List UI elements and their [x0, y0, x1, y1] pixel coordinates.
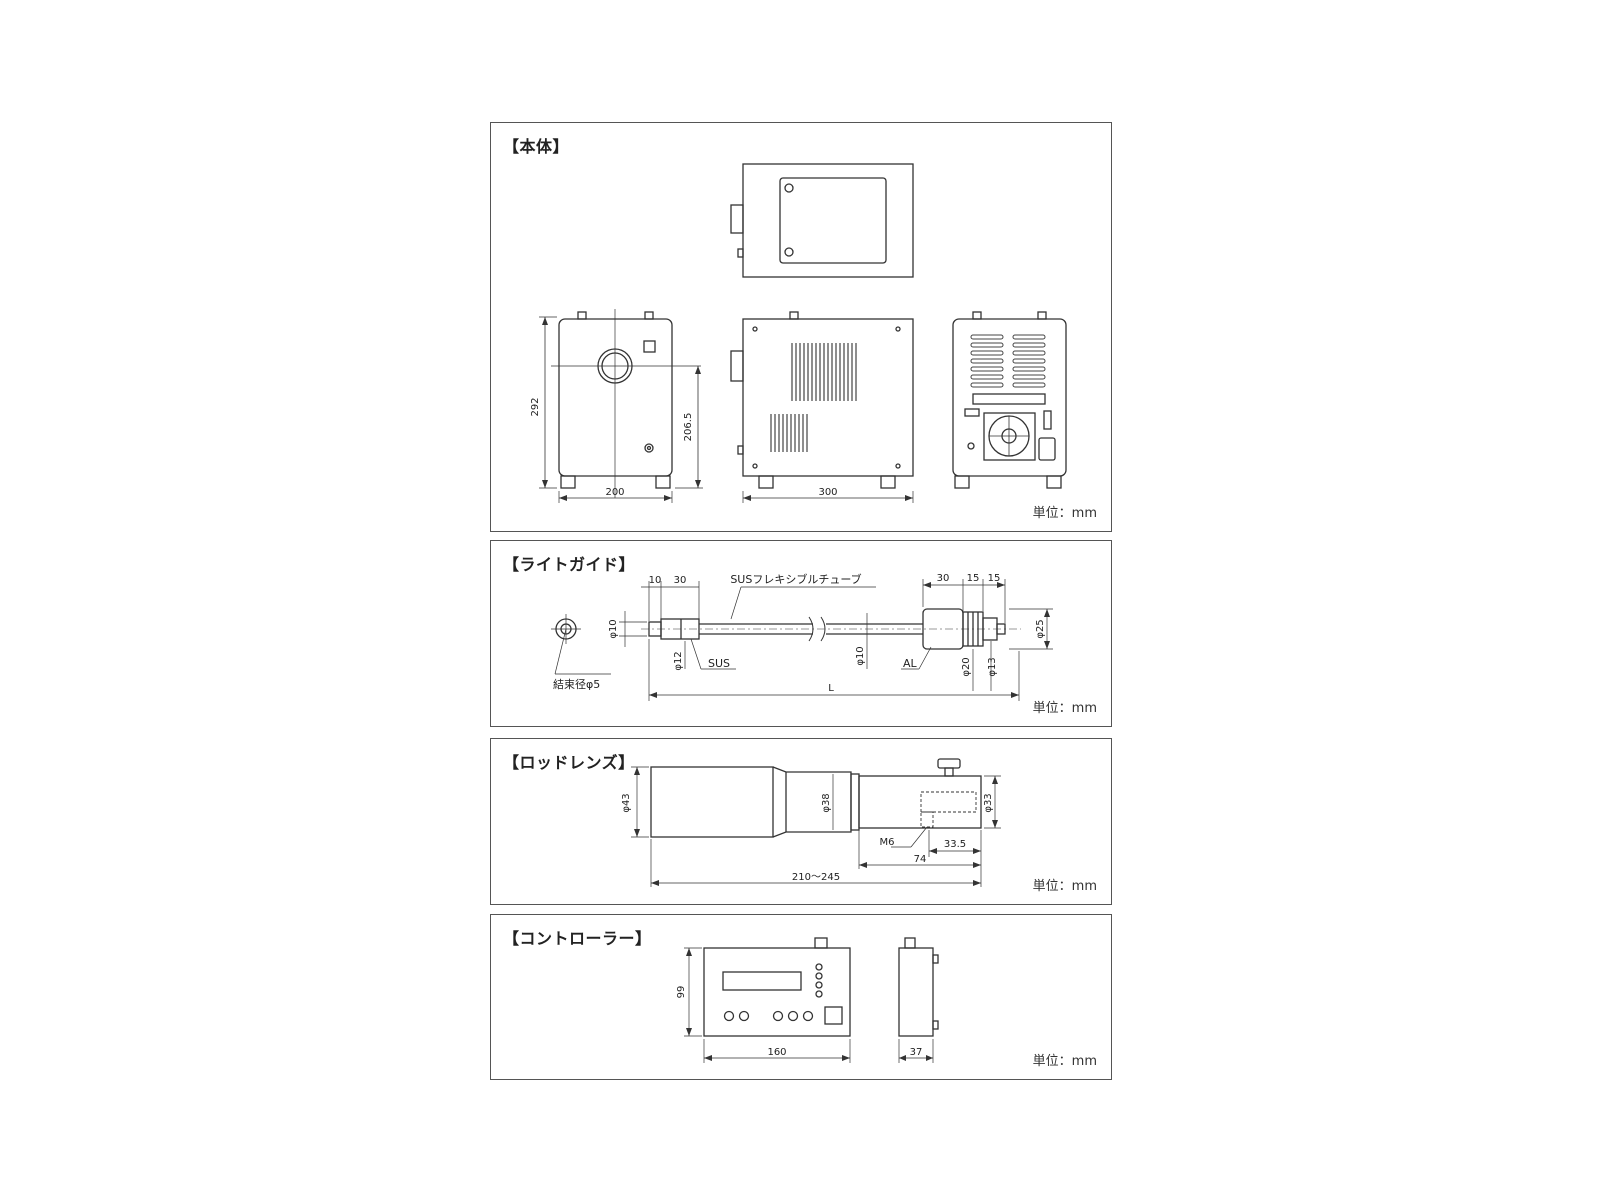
dim-lg-total-length: L	[828, 683, 834, 694]
material-sus-label: SUS	[708, 657, 730, 670]
controller-section-title: 【コントローラー】	[503, 929, 652, 948]
dim-lg-phi12: φ12	[673, 651, 684, 670]
unit-label-light-guide: 単位：mm	[1032, 701, 1097, 716]
dim-lg-15b: 15	[988, 573, 1001, 584]
body-section-title: 【本体】	[503, 137, 570, 156]
dim-rod-m6: M6	[880, 837, 895, 848]
dim-lg-phi10-mid: φ10	[855, 646, 866, 665]
rod-lens-body	[650, 758, 982, 838]
dim-body-axis-height: 206.5	[683, 413, 694, 442]
rod-lens-panel: 【ロッドレンズ】	[490, 738, 1112, 905]
light-guide-panel: 【ライトガイド】	[490, 540, 1112, 727]
rod-lens-drawing: φ43 φ38 φ33 M6 33.5 74 210〜245	[621, 758, 1001, 887]
dim-body-depth: 300	[818, 487, 837, 498]
dim-lg-phi10-left: φ10	[608, 619, 619, 638]
material-al-label: AL	[903, 657, 918, 670]
dim-lg-phi13: φ13	[987, 657, 998, 676]
body-panel: 【本体】	[490, 122, 1112, 532]
unit-label-body: 単位：mm	[1032, 506, 1097, 521]
dim-rod-33-5: 33.5	[944, 839, 966, 850]
flexible-tube	[699, 616, 923, 642]
body-front-view	[539, 309, 703, 503]
light-guide-drawing: 10 30 SUSフレキシブルチューブ 30 15 15 φ10 φ12 SUS…	[551, 572, 1053, 701]
dim-lg-30-left: 30	[674, 575, 687, 586]
dim-lg-phi20: φ20	[961, 657, 972, 676]
dim-controller-depth: 37	[910, 1047, 923, 1058]
vent-grilles	[770, 334, 1046, 452]
dim-rod-total: 210〜245	[792, 872, 840, 883]
controller-front-view	[703, 937, 851, 1037]
controller-side-view	[898, 937, 939, 1037]
controller-panel: 【コントローラー】	[490, 914, 1112, 1080]
dim-rod-phi33: φ33	[983, 793, 994, 812]
dim-lg-10: 10	[649, 575, 662, 586]
dim-controller-height: 99	[676, 986, 687, 999]
dim-lg-15a: 15	[967, 573, 980, 584]
dim-rod-phi43: φ43	[621, 793, 632, 812]
body-rear-view	[952, 311, 1067, 489]
unit-label-rod-lens: 単位：mm	[1032, 879, 1097, 894]
controller-drawing: 99 160 37	[676, 937, 939, 1063]
body-side-view	[730, 311, 914, 503]
body-drawing: 292 206.5 200 300	[530, 163, 1067, 503]
bundle-diameter-label: 結束径φ5	[553, 677, 600, 691]
light-guide-connector	[641, 608, 1021, 650]
dim-lg-30-right: 30	[937, 573, 950, 584]
light-guide-section-title: 【ライトガイド】	[503, 555, 636, 574]
unit-label-controller: 単位：mm	[1032, 1054, 1097, 1069]
body-top-view	[730, 163, 914, 278]
rod-lens-section-title: 【ロッドレンズ】	[503, 753, 635, 772]
dim-rod-74: 74	[914, 854, 927, 865]
flexible-tube-label: SUSフレキシブルチューブ	[730, 572, 861, 586]
dim-body-width: 200	[605, 487, 624, 498]
light-guide-end-view	[551, 614, 611, 675]
dim-body-height: 292	[530, 397, 541, 416]
dim-lg-phi25: φ25	[1035, 619, 1046, 638]
dim-controller-width: 160	[767, 1047, 786, 1058]
dim-rod-phi38: φ38	[821, 793, 832, 812]
